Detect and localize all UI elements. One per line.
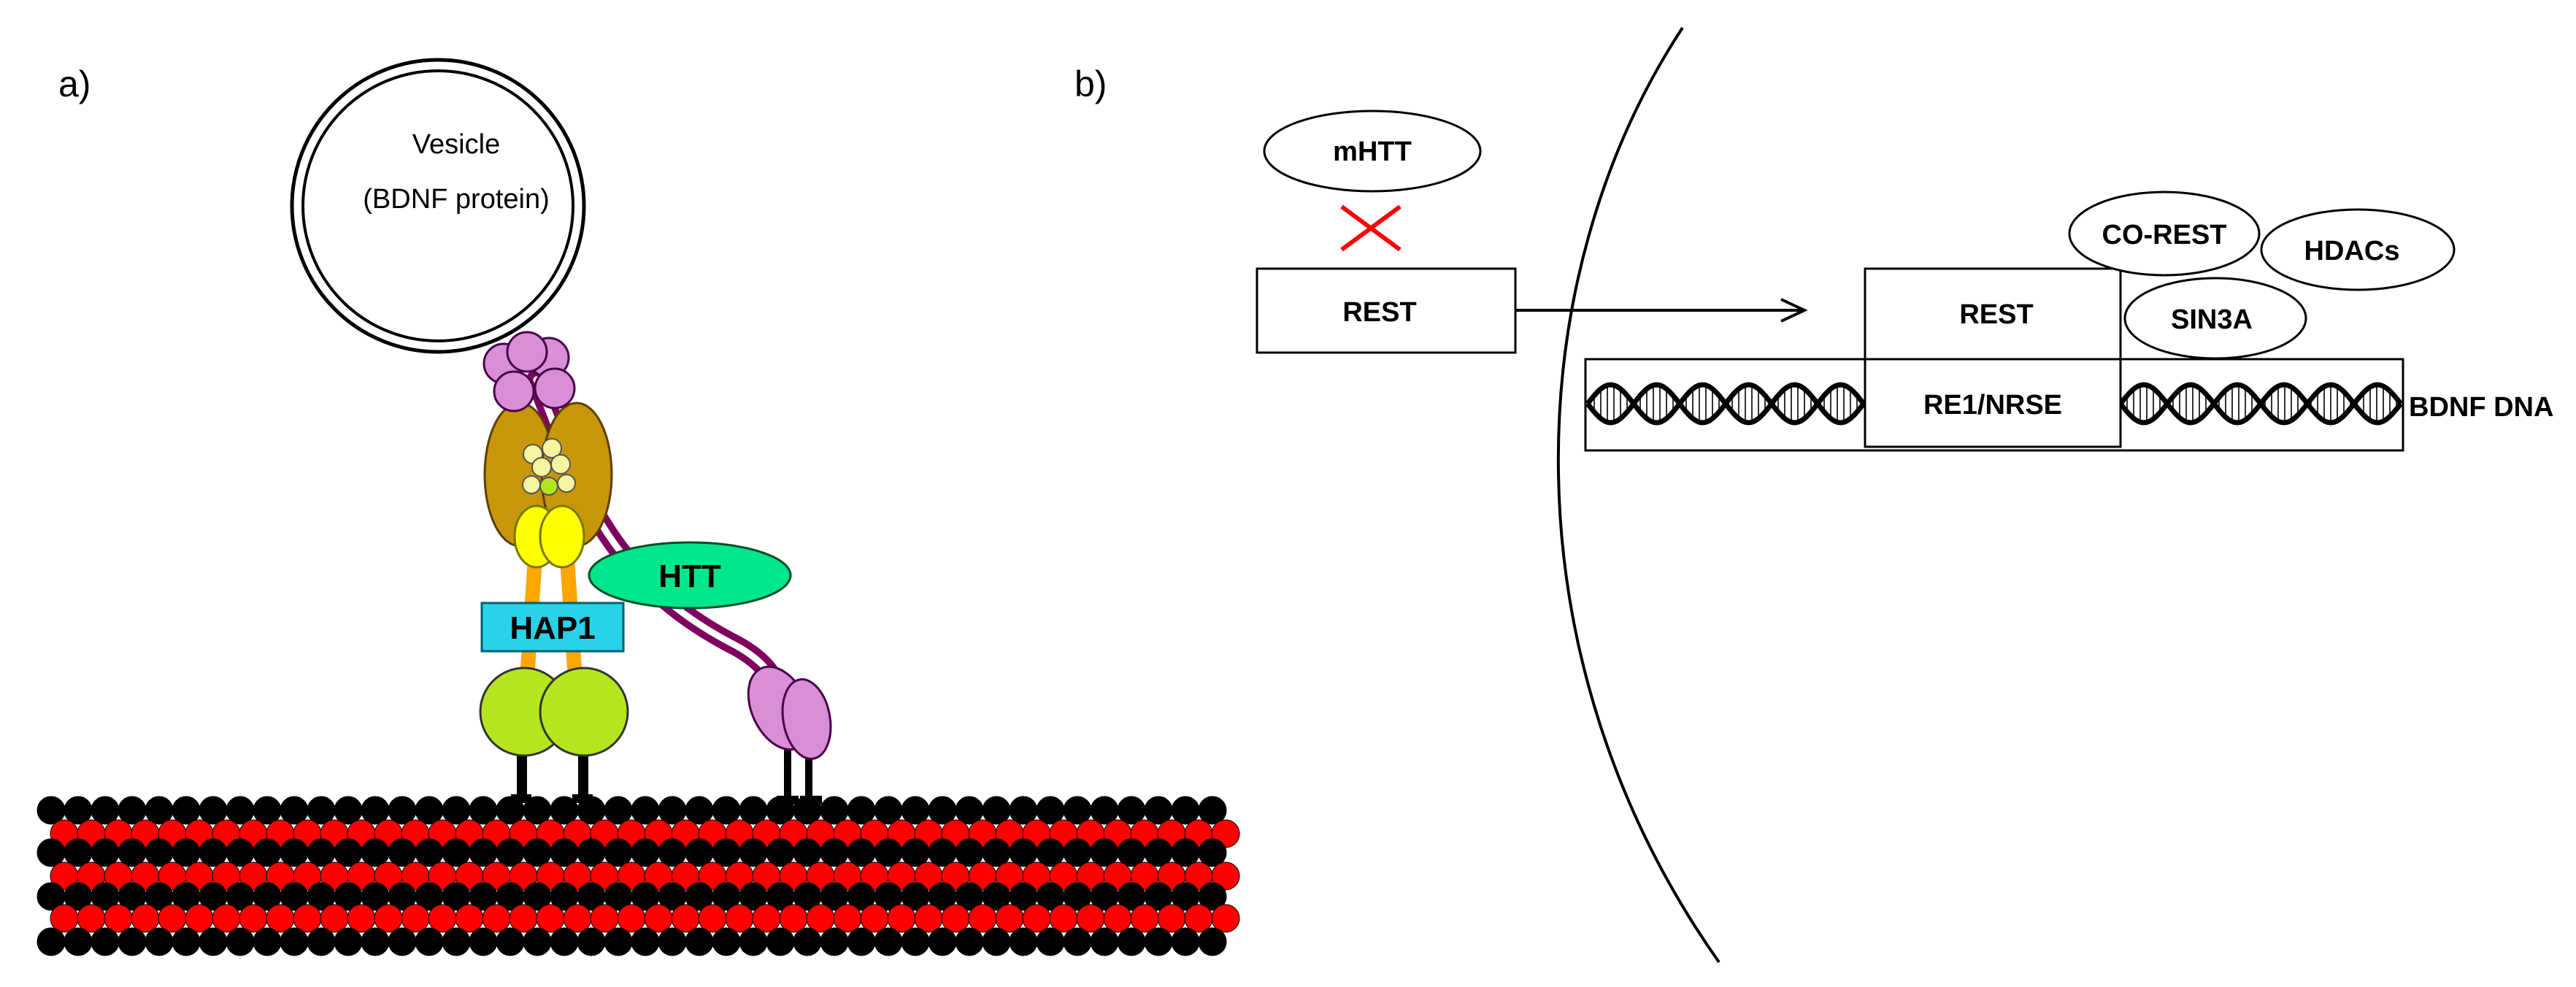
microtubule-bead	[145, 927, 174, 956]
microtubule-bead	[874, 927, 903, 956]
dynein-light-chains	[482, 331, 576, 412]
microtubule-bead	[739, 927, 768, 956]
microtubule-bead	[793, 927, 822, 956]
translocation-arrow	[1515, 298, 1808, 323]
microtubule-bead	[1171, 927, 1200, 956]
rest-nuclear-box: REST	[1864, 267, 2122, 361]
hap1-box: HAP1	[480, 602, 625, 653]
microtubule-bead	[1117, 927, 1146, 956]
microtubule-bead	[766, 927, 795, 956]
dna-helix-left	[1585, 382, 1867, 426]
microtubule-bead	[1090, 927, 1119, 956]
microtubule-bead	[1063, 927, 1092, 956]
microtubule-bead	[172, 927, 201, 956]
microtubule-bead	[496, 927, 525, 956]
microtubule-bead	[604, 927, 633, 956]
hdacs-ellipse: HDACs	[2260, 208, 2456, 291]
microtubule-bead	[1198, 882, 1227, 911]
microtubule-bead	[631, 927, 660, 956]
microtubule-bead	[442, 927, 471, 956]
vesicle-title: Vesicle	[412, 129, 500, 160]
sin3a-label: SIN3A	[2171, 304, 2253, 335]
microtubule-bead	[1009, 927, 1038, 956]
microtubule-bead	[1036, 927, 1065, 956]
re1-nrse-label: RE1/NRSE	[1923, 390, 2062, 420]
microtubule-bead	[685, 927, 714, 956]
microtubule-bead	[1211, 861, 1240, 891]
vesicle-subtitle: (BDNF protein)	[363, 184, 550, 215]
panel-a: a) Vesicle (BDNF protein)	[36, 58, 1240, 956]
microtubule-bead	[280, 927, 309, 956]
microtubule-bead	[118, 927, 147, 956]
microtubule-bead	[1211, 904, 1240, 933]
microtubule-bead	[1144, 927, 1173, 956]
panel-b: b) mHTT REST	[1074, 26, 2553, 964]
sin3a-ellipse: SIN3A	[2123, 277, 2307, 360]
microtubule-bead	[550, 927, 579, 956]
microtubule-bead	[658, 927, 687, 956]
microtubule-bead	[199, 927, 228, 956]
microtubule	[36, 796, 1240, 956]
dna-backbone	[1585, 382, 1867, 426]
microtubule-bead	[901, 927, 930, 956]
dynein-motor-domain	[747, 665, 832, 760]
dna-helix-right	[2118, 382, 2403, 426]
microtubule-bead	[577, 927, 606, 956]
microtubule-bead	[91, 927, 120, 956]
microtubule-bead	[36, 927, 66, 956]
inhibition-cross-icon	[1340, 204, 1402, 252]
microtubule-bead	[820, 927, 849, 956]
microtubule-bead	[361, 927, 390, 956]
hdacs-label: HDACs	[2304, 236, 2400, 266]
re1-nrse-box: RE1/NRSE	[1864, 358, 2122, 448]
nuclear-envelope	[1556, 26, 1720, 964]
co-rest-label: CO-REST	[2102, 220, 2227, 250]
kinesin-feet	[511, 748, 593, 803]
mhtt-label: mHTT	[1333, 137, 1412, 167]
microtubule-bead	[847, 927, 876, 956]
microtubule-bead	[1198, 838, 1227, 867]
hap1-label: HAP1	[510, 610, 595, 646]
rest-cytoplasm-box: REST	[1256, 267, 1517, 354]
microtubule-bead	[253, 927, 282, 956]
co-rest-ellipse: CO-REST	[2068, 191, 2261, 277]
microtubule-bead	[1198, 927, 1227, 956]
htt-label: HTT	[658, 558, 721, 594]
microtubule-bead	[388, 927, 417, 956]
microtubule-bead	[1198, 796, 1227, 825]
kinesin-motor-heads	[479, 667, 629, 757]
microtubule-bead	[523, 927, 552, 956]
microtubule-bead	[469, 927, 498, 956]
vesicle: Vesicle (BDNF protein)	[290, 58, 586, 354]
rest-nuclear-label: REST	[1959, 299, 2033, 330]
bdnf-dna-label: BDNF DNA	[2409, 392, 2553, 423]
microtubule-bead	[982, 927, 1011, 956]
rest-cytoplasm-label: REST	[1342, 297, 1416, 328]
dynein-feet	[777, 737, 822, 804]
microtubule-bead	[928, 927, 957, 956]
microtubule-bead	[415, 927, 444, 956]
mhtt-ellipse: mHTT	[1263, 110, 1482, 193]
microtubule-bead	[226, 927, 255, 956]
microtubule-bead	[307, 927, 336, 956]
panel-b-label: b)	[1074, 64, 1107, 104]
microtubule-bead	[712, 927, 741, 956]
htt-ellipse: HTT	[588, 541, 792, 610]
panel-a-label: a)	[58, 64, 91, 104]
microtubule-bead	[64, 927, 93, 956]
microtubule-bead	[955, 927, 984, 956]
dna-backbone	[2118, 382, 2403, 426]
dynactin-complex	[483, 402, 613, 569]
microtubule-bead	[334, 927, 363, 956]
